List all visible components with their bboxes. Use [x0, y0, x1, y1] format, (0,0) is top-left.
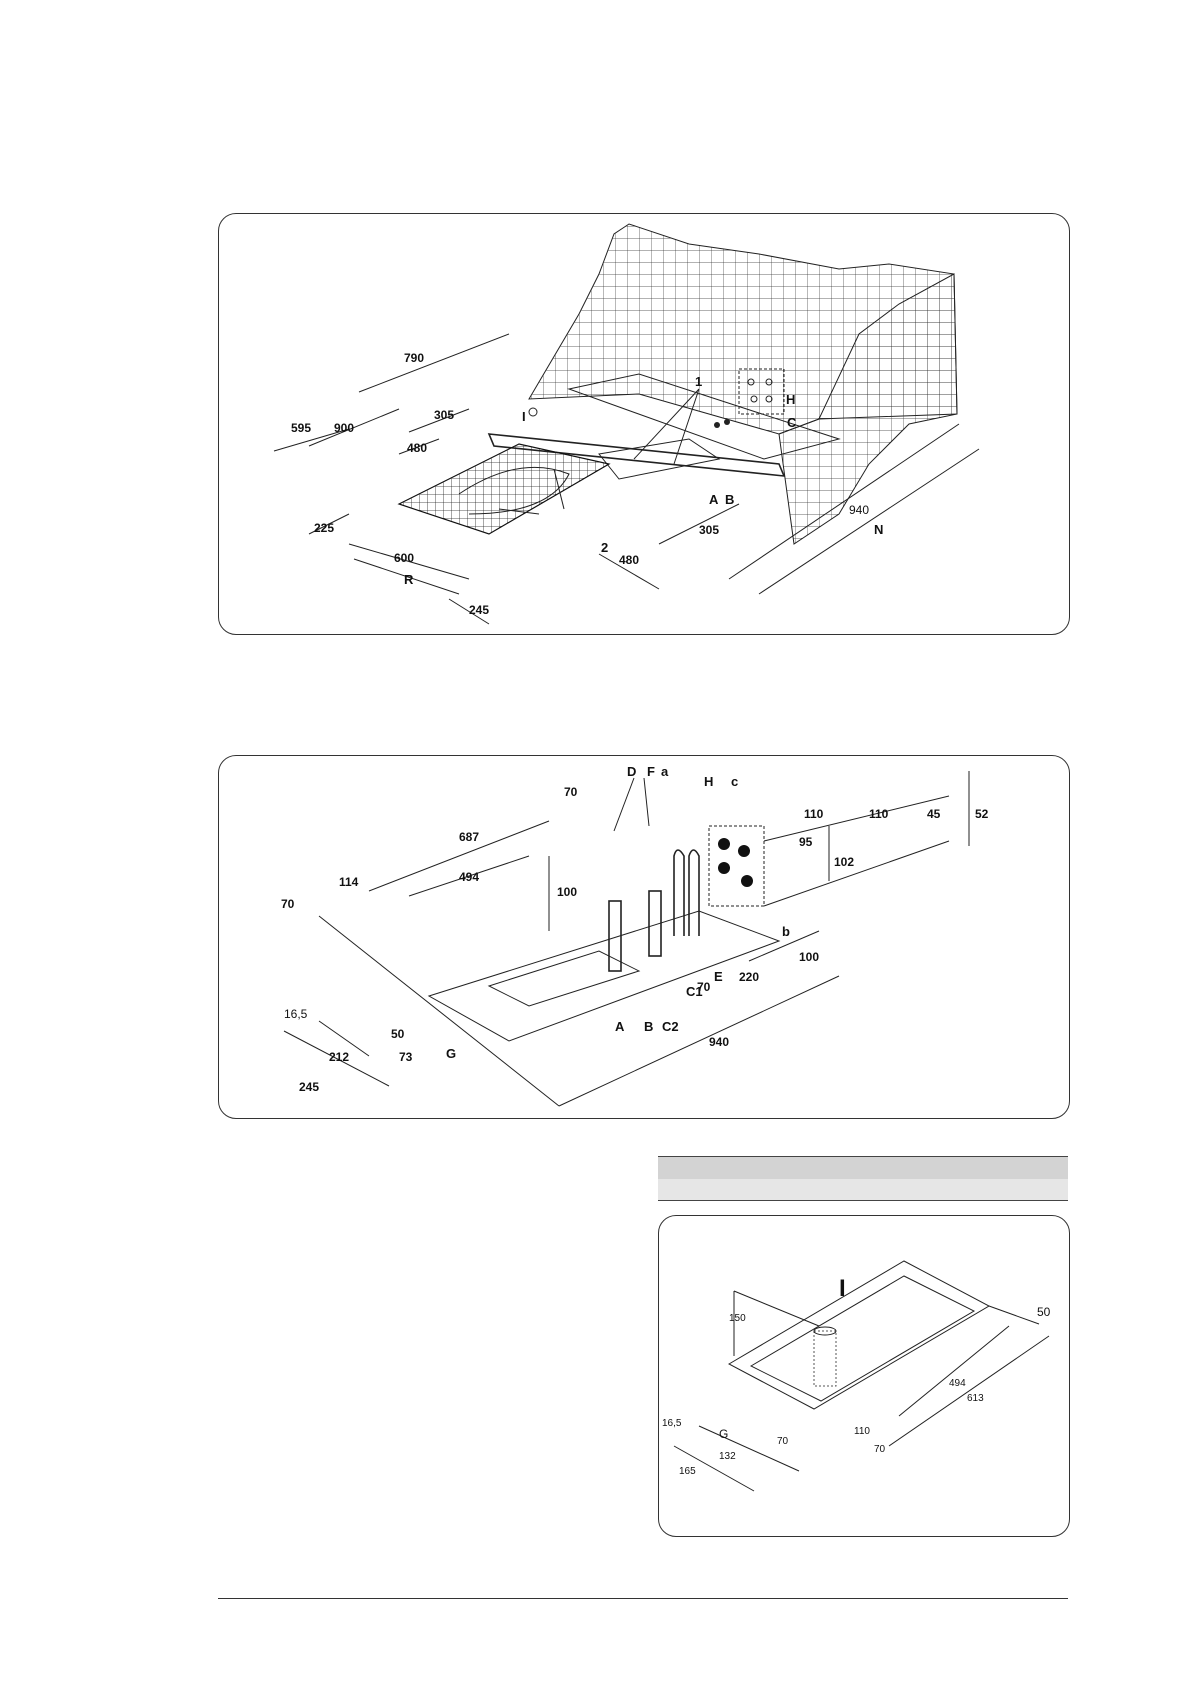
dim-73: 73 [399, 1050, 413, 1064]
dim-50: 50 [391, 1027, 405, 1041]
label-G: G [446, 1046, 456, 1061]
label-C2: C2 [662, 1019, 679, 1034]
table-header-bar [658, 1156, 1068, 1179]
dim-line-150-ext [734, 1291, 819, 1326]
footer-rule [218, 1598, 1068, 1599]
dim-225: 225 [314, 521, 334, 535]
floor-grille [399, 444, 609, 534]
dim-100-side: 100 [799, 950, 819, 964]
label-a: a [661, 764, 669, 779]
label-A: A [709, 492, 719, 507]
connection-hole [738, 845, 750, 857]
dim-70-left: 70 [281, 897, 295, 911]
leader-D [614, 778, 634, 831]
dim-114: 114 [339, 875, 359, 889]
label-F: F [647, 764, 655, 779]
wall-connection-box [709, 826, 764, 906]
dim-110-a: 110 [804, 807, 824, 821]
connection-point-B [724, 419, 730, 425]
connections-diagram-panel: 70 687 114 494 70 100 16,5 50 212 73 245… [218, 755, 1070, 1119]
label-B: B [644, 1019, 653, 1034]
dim-70-right: 70 [874, 1444, 886, 1455]
dim-494: 494 [459, 870, 479, 884]
label-A: A [615, 1019, 625, 1034]
dim-70-left: 70 [777, 1436, 789, 1447]
connection-point-A [714, 422, 720, 428]
label-I: I [839, 1275, 846, 1302]
label-E: E [714, 969, 723, 984]
dim-687: 687 [459, 830, 479, 844]
dim-600: 600 [394, 551, 414, 565]
leader-D2 [644, 778, 649, 826]
dim-95: 95 [799, 835, 813, 849]
dim-line-613 [889, 1336, 1049, 1446]
dim-50: 50 [1037, 1305, 1051, 1319]
dim-900: 900 [334, 421, 354, 435]
dim-52: 52 [975, 807, 989, 821]
connection-hole [718, 862, 730, 874]
dim-N: N [874, 522, 883, 537]
installation-diagram: 790 595 900 305 480 225 600 R 245 305 48… [219, 214, 1069, 634]
dim-940: 940 [709, 1035, 729, 1049]
connection-hole [741, 875, 753, 887]
label-C1: C1 [686, 984, 703, 999]
dim-245: 245 [299, 1080, 319, 1094]
dim-line-132 [699, 1426, 799, 1471]
dim-16-5: 16,5 [284, 1007, 308, 1021]
dim-100-height: 100 [557, 885, 577, 899]
connection-hole [718, 838, 730, 850]
dim-16-5: 16,5 [662, 1418, 682, 1429]
dim-595: 595 [291, 421, 311, 435]
label-B: B [725, 492, 734, 507]
dim-R: R [404, 572, 414, 587]
dim-132: 132 [719, 1451, 736, 1462]
dim-940: 940 [849, 503, 869, 517]
dim-212: 212 [329, 1050, 349, 1064]
dim-line-main [319, 916, 559, 1106]
dim-line-494 [899, 1326, 1009, 1416]
dim-613: 613 [967, 1393, 984, 1404]
dim-494: 494 [949, 1378, 966, 1389]
drain-detail-panel: I 150 50 494 613 16,5 G 132 165 70 110 7… [658, 1215, 1070, 1537]
dim-line-50 [989, 1306, 1039, 1324]
plate-opening-G [489, 951, 639, 1006]
drain-detail-diagram: I 150 50 494 613 16,5 G 132 165 70 110 7… [659, 1216, 1069, 1536]
connections-diagram: 70 687 114 494 70 100 16,5 50 212 73 245… [219, 756, 1069, 1118]
dim-220: 220 [739, 970, 759, 984]
dim-45: 45 [927, 807, 941, 821]
dim-480-bottom: 480 [619, 553, 639, 567]
dim-305-top: 305 [434, 408, 454, 422]
label-D: D [627, 764, 636, 779]
label-b: b [782, 924, 790, 939]
dim-line-bottom [764, 841, 949, 906]
base-plate [429, 911, 779, 1041]
drain-point-I [529, 408, 537, 416]
drain-pipe-I [814, 1331, 836, 1386]
label-H: H [786, 392, 795, 407]
dim-102: 102 [834, 855, 854, 869]
dim-480-left: 480 [407, 441, 427, 455]
installation-diagram-panel: 790 595 900 305 480 225 600 R 245 305 48… [218, 213, 1070, 635]
dim-245: 245 [469, 603, 489, 617]
label-2: 2 [601, 540, 608, 555]
dim-150: 150 [729, 1313, 746, 1324]
dim-305-bottom: 305 [699, 523, 719, 537]
dim-790: 790 [404, 351, 424, 365]
dim-70-top: 70 [564, 785, 578, 799]
label-H: H [704, 774, 713, 789]
dim-165: 165 [679, 1466, 696, 1477]
dim-110-b: 110 [869, 807, 889, 821]
dim-line-790 [359, 334, 509, 392]
label-G: G [719, 1427, 728, 1441]
label-c: c [731, 774, 738, 789]
dim-110: 110 [854, 1426, 870, 1437]
label-I: I [522, 409, 526, 424]
drain-pipe-top [814, 1327, 836, 1335]
pipe-C1 [674, 850, 684, 936]
label-C: C [787, 415, 797, 430]
label-1: 1 [695, 374, 702, 389]
dim-line-top [764, 796, 949, 841]
pipe-C2 [689, 850, 699, 936]
table-row-bar [658, 1179, 1068, 1201]
